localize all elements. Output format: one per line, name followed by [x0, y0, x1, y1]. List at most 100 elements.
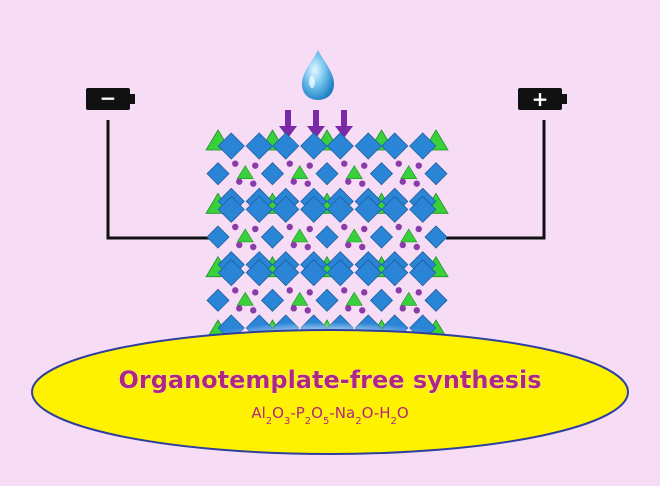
cation: [232, 223, 239, 231]
battery-negative-symbol: −: [100, 86, 117, 110]
octahedron: [381, 195, 409, 223]
octahedron: [354, 259, 382, 287]
octahedron: [315, 225, 339, 249]
cation: [286, 160, 293, 167]
octahedron: [409, 132, 437, 160]
cation: [413, 180, 420, 187]
formula-part: O: [311, 404, 323, 422]
cation: [413, 243, 420, 251]
tetrahedron: [236, 291, 254, 306]
cation: [361, 225, 368, 233]
tetrahedron: [400, 291, 418, 306]
cation: [415, 225, 422, 233]
formula-part: Al: [251, 404, 265, 422]
cation: [345, 241, 352, 249]
cation: [345, 305, 352, 312]
cation: [399, 241, 406, 249]
tetrahedron: [345, 291, 363, 306]
tetrahedron: [400, 165, 418, 179]
formula-subscript: 5: [323, 416, 329, 427]
cation: [359, 180, 366, 187]
formula-part: O: [397, 404, 409, 422]
cation: [304, 180, 311, 187]
octahedron: [217, 259, 245, 287]
cation: [306, 162, 313, 169]
octahedron: [326, 259, 354, 287]
octahedron: [300, 259, 328, 287]
down-arrow-icon: [335, 110, 353, 138]
cation: [361, 289, 368, 296]
cation: [236, 241, 243, 249]
octahedron: [245, 132, 273, 160]
formula-part: O: [272, 404, 284, 422]
battery-positive-symbol: +: [532, 87, 549, 111]
battery-positive-icon: +: [518, 87, 567, 111]
octahedron: [206, 225, 230, 249]
octahedron: [300, 195, 328, 223]
octahedron: [315, 162, 339, 186]
cation: [290, 305, 297, 312]
tetrahedron: [345, 228, 363, 243]
cation: [286, 223, 293, 231]
cation: [290, 178, 297, 185]
water-drop-icon: [302, 50, 334, 100]
composition-formula: Al2O3-P2O5-Na2O-H2O: [251, 404, 408, 427]
cation: [359, 243, 366, 251]
formula-subscript: 2: [266, 416, 272, 427]
octahedron: [326, 132, 354, 160]
octahedron: [217, 132, 245, 160]
arrow-group: [279, 110, 353, 138]
cation: [252, 225, 259, 233]
cation: [395, 160, 402, 167]
octahedron: [409, 259, 437, 287]
cation: [415, 162, 422, 169]
octahedron: [369, 225, 394, 249]
octahedron: [409, 195, 437, 223]
cation: [395, 223, 402, 231]
circuit-wires: [106, 120, 546, 240]
cation: [395, 287, 402, 294]
cation: [341, 287, 348, 294]
synthesis-title: Organotemplate-free synthesis: [118, 366, 541, 394]
octahedron: [272, 132, 300, 160]
formula-subscript: 2: [305, 416, 311, 427]
cation: [361, 162, 368, 169]
octahedron: [424, 288, 448, 312]
cation: [399, 178, 406, 185]
tetrahedron: [291, 165, 309, 179]
formula-part: O-H: [362, 404, 391, 422]
octahedron: [245, 195, 273, 223]
down-arrow-icon: [279, 110, 297, 138]
octahedron: [424, 162, 448, 186]
cation: [413, 307, 420, 314]
formula-subscript: 3: [284, 416, 290, 427]
cation: [304, 307, 311, 314]
octahedron: [381, 132, 409, 160]
cation: [250, 307, 257, 314]
octahedron: [272, 195, 300, 223]
octahedron: [354, 132, 382, 160]
octahedron: [369, 288, 394, 312]
down-arrow-icon: [307, 110, 325, 138]
framework-structure: [205, 129, 449, 342]
octahedron: [315, 288, 339, 312]
octahedron: [206, 288, 230, 312]
tetrahedron: [400, 228, 418, 243]
cation: [252, 162, 259, 169]
tetrahedron: [291, 291, 309, 306]
octahedron: [424, 225, 448, 249]
cation: [290, 241, 297, 249]
tetrahedron: [291, 228, 309, 243]
cation: [399, 305, 406, 312]
cation: [304, 243, 311, 251]
octahedron: [369, 162, 394, 186]
formula-subscript: 2: [390, 416, 396, 427]
tetrahedron: [345, 165, 363, 179]
tetrahedron: [236, 228, 254, 243]
cation: [250, 243, 257, 251]
cation: [306, 225, 313, 233]
cation: [341, 160, 348, 167]
formula-part: -Na: [329, 404, 355, 422]
formula-subscript: 2: [355, 416, 361, 427]
